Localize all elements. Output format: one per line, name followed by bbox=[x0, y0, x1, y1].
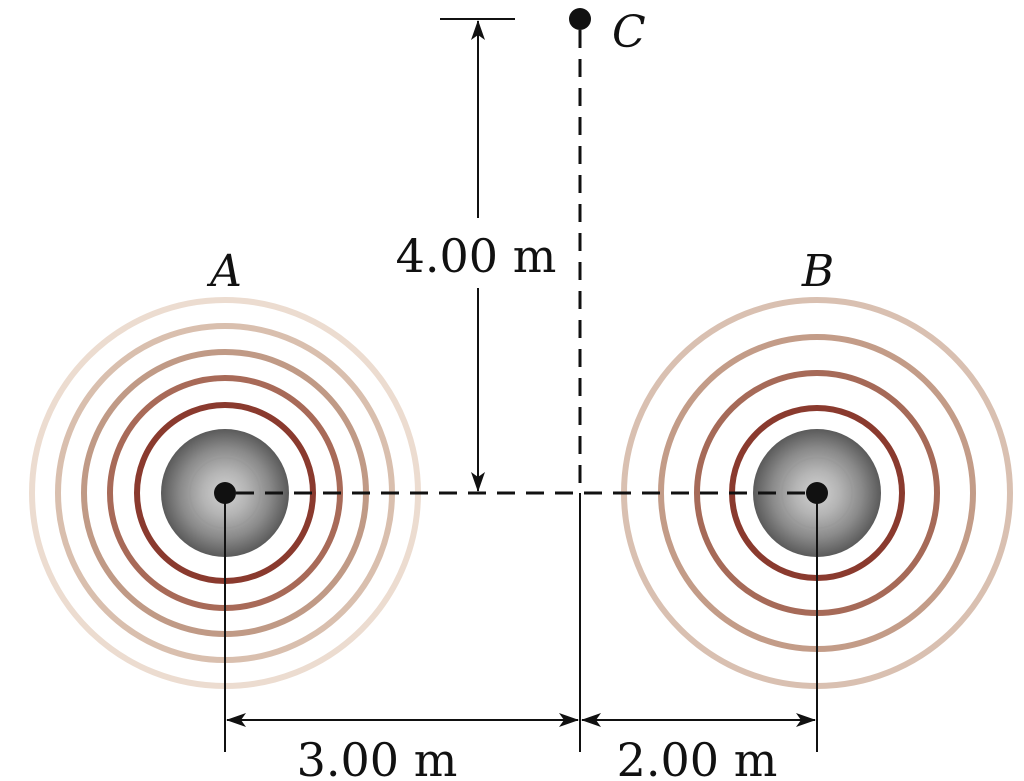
point-c-dot bbox=[569, 8, 591, 30]
label-c: C bbox=[612, 7, 646, 58]
label-b: B bbox=[801, 246, 834, 297]
dimension-label-vertical: 4.00 m bbox=[396, 229, 557, 283]
label-a: A bbox=[206, 246, 242, 297]
dimension-label-right: 2.00 m bbox=[617, 733, 778, 781]
dimension-label-left: 3.00 m bbox=[297, 733, 458, 781]
